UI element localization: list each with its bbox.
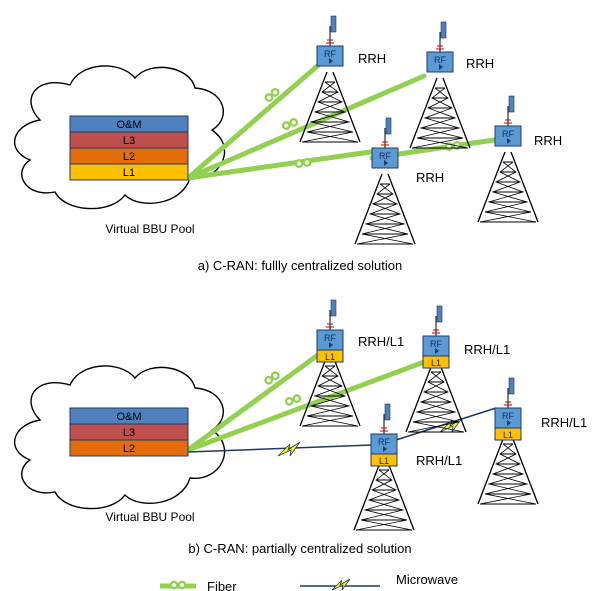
rrh-l1-label: RRH/L1: [416, 453, 462, 468]
svg-text:RF: RF: [434, 55, 446, 65]
svg-text:RF: RF: [502, 129, 514, 139]
svg-text:L1: L1: [379, 456, 389, 466]
layer-om-label: O&M: [116, 119, 141, 131]
fiber-connector-icon: [283, 393, 303, 407]
diagram-b: O&M L3 L2 RF L1 RF L1 RF L1 RF L1: [13, 299, 587, 556]
layer-stack-a: O&M L3 L2 L1: [69, 115, 189, 181]
svg-text:RF: RF: [379, 151, 391, 161]
layer-om-label: O&M: [116, 411, 141, 423]
tower-icon: RF L1: [405, 305, 467, 433]
rrh-label: RRH: [466, 56, 494, 71]
svg-text:RF: RF: [324, 49, 336, 59]
rrh-l1-label: RRH/L1: [541, 415, 587, 430]
svg-text:L1: L1: [325, 352, 335, 362]
bbu-pool-label: Virtual BBU Pool: [105, 222, 194, 236]
rrh-l1-label: RRH/L1: [358, 334, 404, 349]
svg-text:RF: RF: [430, 339, 442, 349]
svg-text:L1: L1: [431, 358, 441, 368]
layer-l2-label: L2: [123, 443, 135, 455]
tower-icon: RF L1: [353, 403, 415, 531]
microwave-bolt-icon: [277, 441, 301, 457]
layer-l3-label: L3: [123, 135, 135, 147]
fiber-connector-icon: [280, 117, 300, 131]
fiber-lines-b: [185, 349, 427, 453]
svg-text:L1: L1: [503, 430, 513, 440]
svg-text:RF: RF: [324, 333, 336, 343]
rrh-l1-label: RRH/L1: [464, 342, 510, 357]
tower-icon: RF: [477, 95, 539, 223]
microwave-bolt-icon: [331, 578, 351, 591]
tower-icon: RF: [299, 15, 361, 143]
caption-b: b) C-RAN: partially centralized solution: [188, 541, 411, 556]
layer-l1-label: L1: [123, 167, 135, 179]
tower-icon: RF L1: [477, 377, 539, 505]
rrh-label: RRH: [358, 51, 386, 66]
layer-l2-label: L2: [123, 151, 135, 163]
tower-icon: RF: [409, 21, 471, 149]
tower-icon: RF: [354, 117, 416, 245]
svg-text:RF: RF: [378, 437, 390, 447]
caption-a: a) C-RAN: fullly centralized solution: [198, 258, 402, 273]
bbu-pool-label: Virtual BBU Pool: [105, 510, 194, 524]
svg-text:RF: RF: [502, 411, 514, 421]
legend: Fiber Microwave: [160, 572, 458, 591]
layer-stack-b: O&M L3 L2: [69, 407, 189, 457]
tower-icon: RF L1: [299, 299, 361, 427]
legend-microwave-label: Microwave: [396, 572, 458, 587]
rrh-label: RRH: [416, 170, 444, 185]
rrh-label: RRH: [534, 133, 562, 148]
legend-fiber-label: Fiber: [207, 579, 237, 591]
diagram-a: O&M L3 L2 L1 RF RF RF RF RRH RRH RRH RRH…: [13, 15, 562, 273]
layer-l3-label: L3: [123, 427, 135, 439]
